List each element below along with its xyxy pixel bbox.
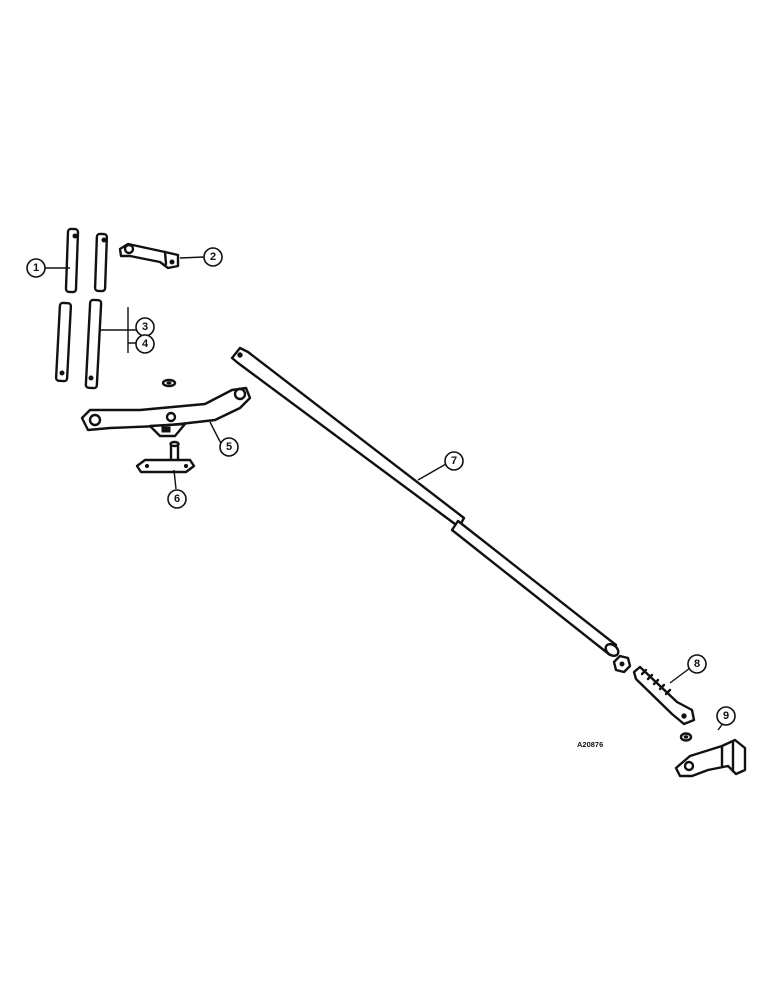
part-1-rod <box>64 227 109 294</box>
washer-upper <box>161 378 177 388</box>
svg-text:6: 6 <box>174 493 180 505</box>
jam-nut <box>612 654 632 674</box>
svg-text:2: 2 <box>210 251 216 263</box>
callout-9: 9 <box>716 706 736 726</box>
part-7-tie-rod <box>230 346 620 658</box>
callout-4: 4 <box>135 334 155 354</box>
callout-2: 2 <box>203 247 223 267</box>
part-6-pivot <box>135 440 196 474</box>
part-5-lever <box>80 386 252 438</box>
svg-text:9: 9 <box>723 710 729 722</box>
part-9-bracket <box>674 738 747 778</box>
drawing-number: A20876 <box>577 740 603 749</box>
svg-text:7: 7 <box>451 455 457 467</box>
part-3-4-rods <box>54 298 103 390</box>
svg-text:8: 8 <box>694 658 700 670</box>
svg-text:5: 5 <box>226 441 232 453</box>
washer-lower <box>679 732 693 742</box>
callout-7: 7 <box>444 451 464 471</box>
callout-5: 5 <box>219 437 239 457</box>
part-2-bracket <box>118 242 180 270</box>
part-8-rod-end <box>632 665 696 726</box>
callout-1: 1 <box>26 258 46 278</box>
svg-text:1: 1 <box>33 262 39 274</box>
callout-3: 3 <box>135 317 155 337</box>
svg-text:4: 4 <box>142 338 149 350</box>
callout-6: 6 <box>167 489 187 509</box>
callout-8: 8 <box>687 654 707 674</box>
svg-text:3: 3 <box>142 321 148 333</box>
